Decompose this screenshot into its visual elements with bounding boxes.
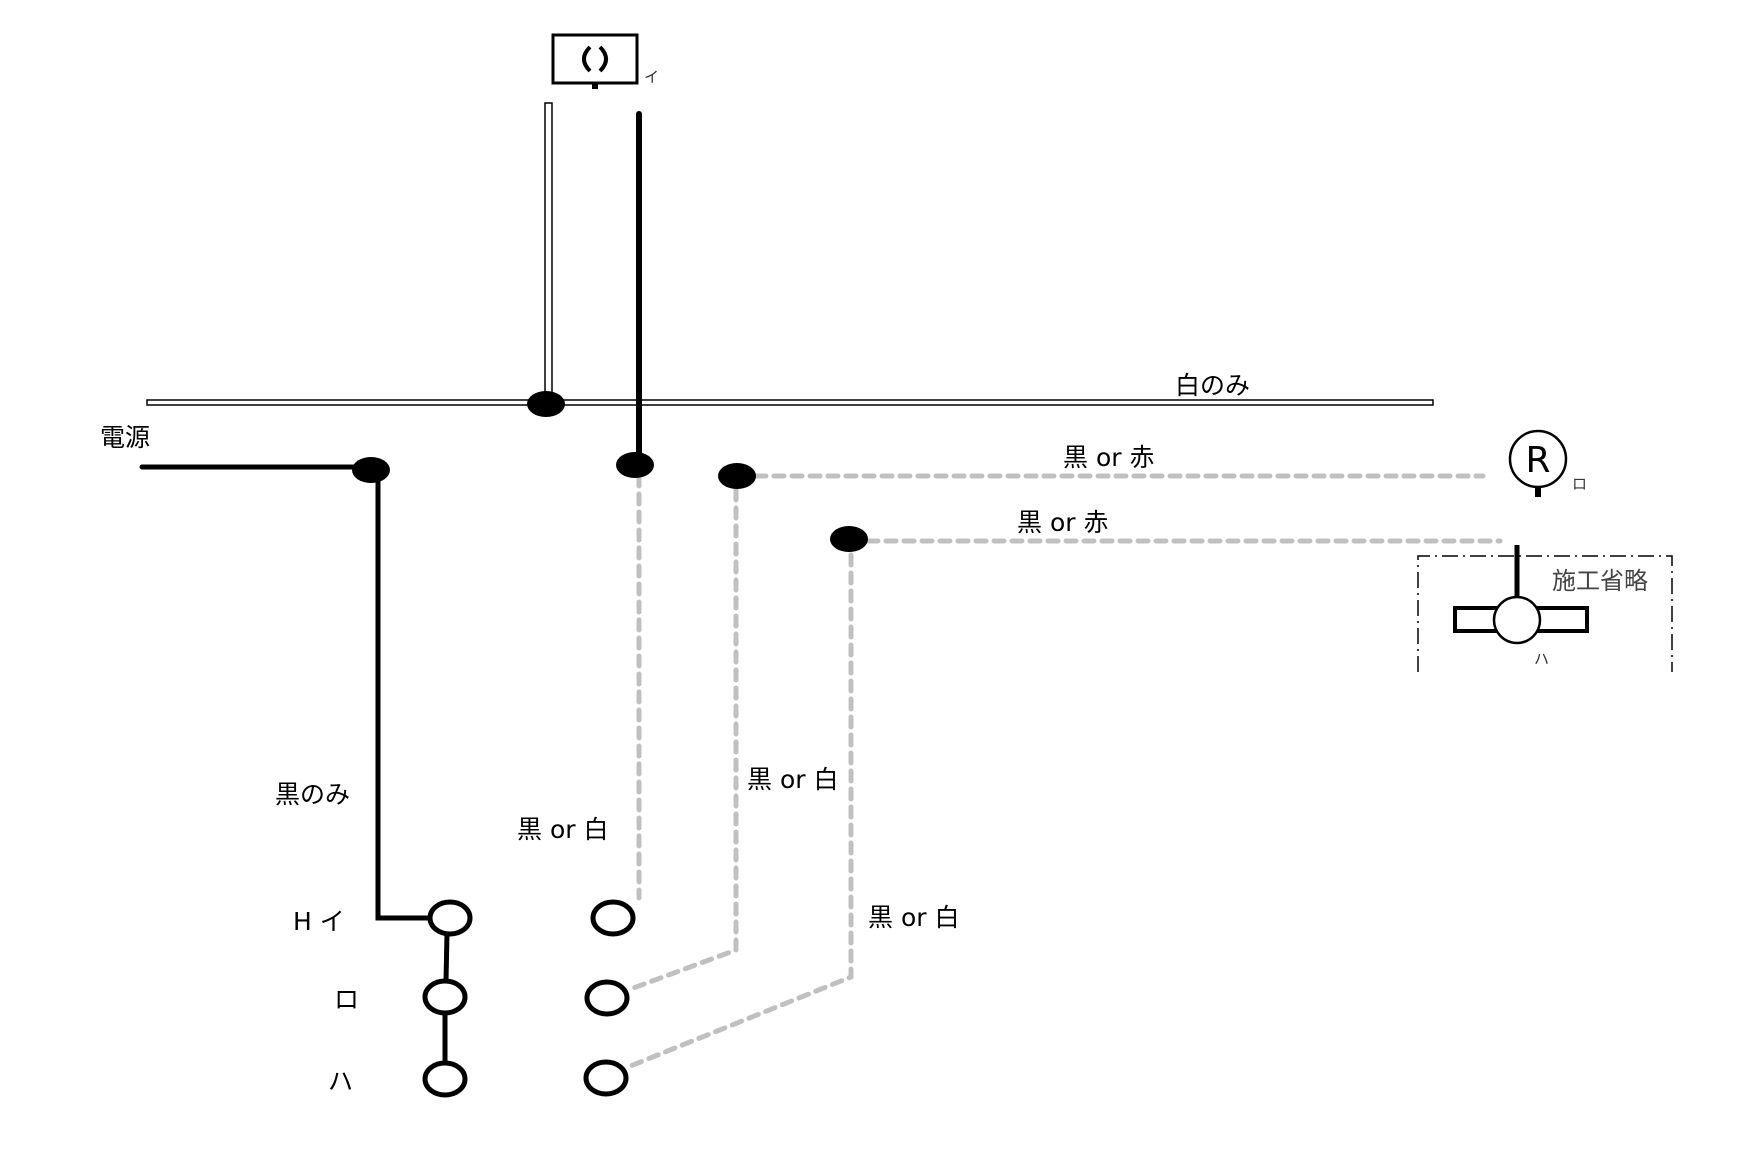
white-wire-vertical xyxy=(544,102,553,404)
junction-fluorescent xyxy=(830,526,868,552)
omitted-construction-area: 施工省略 ハ xyxy=(1417,555,1673,672)
black-only-label: 黒のみ xyxy=(275,780,350,809)
fluorescent-tag: ハ xyxy=(1534,650,1549,668)
black-or-red-label-1: 黒 or 赤 xyxy=(1063,443,1154,472)
receptacle-light-fixture: R ロ xyxy=(1508,429,1587,497)
label-group: 電源 白のみ 黒 or 赤 黒 or 赤 黒のみ 黒 or 白 黒 or 白 黒… xyxy=(100,371,1250,1096)
white-wire-group xyxy=(146,102,1434,406)
junction-group xyxy=(352,391,868,552)
switch-ha-terminal-right xyxy=(583,1059,629,1097)
switch-row-label-i: H イ xyxy=(293,907,345,936)
black-wire-to-switch xyxy=(375,470,430,921)
black-or-red-label-2: 黒 or 赤 xyxy=(1017,508,1108,537)
switch-ha-terminal-left xyxy=(422,1060,468,1098)
switch-terminals xyxy=(422,899,636,1098)
junction-white xyxy=(527,391,565,417)
white-only-label: 白のみ xyxy=(1175,371,1250,400)
junction-receptacle xyxy=(718,463,756,489)
omitted-area-border xyxy=(1417,555,1673,672)
dashed-wire-switch-ha xyxy=(625,552,854,1070)
junction-switch-i xyxy=(616,452,654,478)
fluorescent-circle xyxy=(1492,595,1542,645)
switch-row-label-ro: ロ xyxy=(334,985,359,1014)
switch-i-terminal-right xyxy=(590,899,636,937)
ceiling-light-bracket-left xyxy=(582,45,592,73)
switch-ro-terminal-right xyxy=(584,979,630,1017)
construction-omitted-label: 施工省略 xyxy=(1552,567,1648,595)
ceiling-light-fixture: イ xyxy=(551,33,659,89)
black-wire-group xyxy=(139,111,1520,1063)
white-wire-horizontal xyxy=(146,399,1434,406)
switch-i-terminal-left xyxy=(427,899,473,937)
black-wire-switch-bridge-1 xyxy=(443,932,450,982)
black-or-white-label-1: 黒 or 白 xyxy=(517,815,608,844)
receptacle-light-tag: ロ xyxy=(1572,475,1587,493)
receptacle-light-stem xyxy=(1535,487,1541,497)
ceiling-light-bracket-right xyxy=(598,45,608,73)
black-or-white-label-2: 黒 or 白 xyxy=(747,765,838,794)
receptacle-light-symbol: R xyxy=(1525,440,1550,481)
ceiling-light-tag: イ xyxy=(644,68,659,86)
ceiling-light-stem xyxy=(592,83,598,89)
switch-ro-terminal-left xyxy=(422,978,468,1016)
dashed-wire-group xyxy=(625,473,1503,1070)
switch-row-label-ha: ハ xyxy=(328,1067,353,1096)
power-source-label: 電源 xyxy=(100,423,150,452)
black-or-white-label-3: 黒 or 白 xyxy=(868,903,959,932)
junction-power xyxy=(352,457,390,483)
dashed-wire-switch-ro xyxy=(625,487,739,993)
ceiling-light-box xyxy=(551,33,639,85)
